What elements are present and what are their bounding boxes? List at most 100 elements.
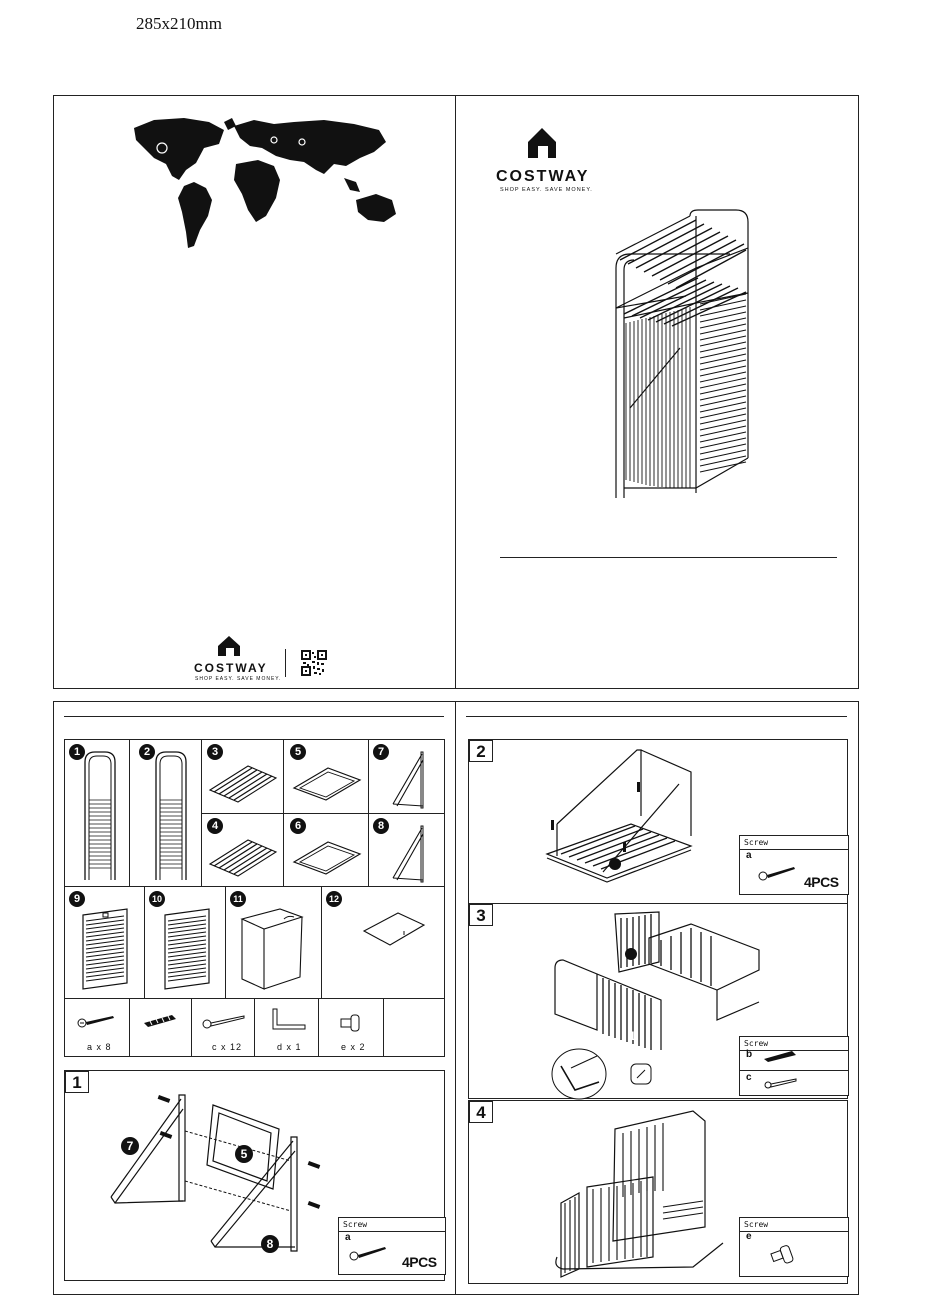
slatted-shelf-illustration — [208, 764, 278, 804]
slatted-shelf-illustration — [208, 838, 278, 878]
part-cell-1: 1 — [64, 739, 130, 887]
brand-name: COSTWAY — [496, 168, 589, 186]
steps-header-rule — [466, 716, 847, 717]
screw-legend-header: Screw — [740, 836, 848, 850]
part-cell-9: 9 — [64, 886, 145, 999]
screw-legend-header: Screw — [339, 1218, 445, 1232]
hardware-cell-empty — [383, 998, 445, 1057]
front-cover-panel: COSTWAY SHOP EASY. SAVE MONEY. — [455, 95, 859, 689]
step-3-box: 3 1 — [468, 903, 848, 1099]
side-frame-illustration — [150, 750, 190, 880]
steps-panel: 2 Screw a 4P — [455, 701, 859, 1295]
flat-frame-illustration — [292, 764, 362, 804]
step-1-diagram — [105, 1081, 345, 1271]
slatted-panel-illustration — [163, 907, 213, 991]
knob-icon — [770, 1244, 800, 1266]
part-callout-5: 5 — [235, 1145, 253, 1163]
part-number-badge: 5 — [290, 744, 306, 760]
screw-quantity: 4PCS — [402, 1254, 437, 1270]
wall-anchor-icon — [142, 1013, 182, 1029]
part-cell-6: 6 — [283, 813, 369, 887]
part-number-badge: 9 — [69, 891, 85, 907]
triangle-bracket-illustration — [389, 748, 429, 808]
bolt-icon — [764, 1077, 798, 1089]
house-logo-icon — [214, 634, 244, 658]
hardware-caption: d x 1 — [277, 1042, 302, 1052]
screw-quantity: 4PCS — [804, 874, 839, 890]
logo-divider — [285, 649, 286, 677]
step-number: 3 — [469, 904, 493, 926]
step-number: 2 — [469, 740, 493, 762]
step-4-box: 4 Screw e — [468, 1100, 848, 1284]
part-cell-2: 2 — [129, 739, 202, 887]
qr-code-icon — [301, 650, 327, 676]
base-board-illustration — [362, 911, 426, 951]
screw-legend-letter: a — [746, 850, 752, 861]
flat-frame-illustration — [292, 838, 362, 878]
part-number-badge: 4 — [207, 818, 223, 834]
screw-legend-letter: b — [746, 1049, 752, 1060]
hardware-caption: c x 12 — [212, 1042, 242, 1052]
knob-icon — [339, 1013, 369, 1033]
step-1-screw-legend: Screw a 4PCS — [338, 1217, 446, 1275]
part-number-badge: 11 — [230, 891, 246, 907]
detail-magnifier-icon — [629, 1062, 653, 1086]
screw-legend-letter: c — [746, 1072, 752, 1083]
allen-key-icon — [269, 1007, 309, 1033]
detail-inset-illustration — [551, 1048, 607, 1100]
part-number-badge: 3 — [207, 744, 223, 760]
part-number-badge: 6 — [290, 818, 306, 834]
step-2-box: 2 Screw a 4P — [468, 739, 848, 904]
part-cell-3: 3 — [201, 739, 284, 814]
parts-panel: 1 2 — [53, 701, 456, 1295]
hardware-caption: e x 2 — [341, 1042, 366, 1052]
part-cell-5: 5 — [283, 739, 369, 814]
hardware-cell-b — [129, 998, 192, 1057]
step-1-box: 1 7 5 8 Screw a — [64, 1070, 445, 1281]
legend-divider — [740, 1070, 848, 1071]
screw-legend-letter: e — [746, 1231, 752, 1242]
step-4-diagram — [553, 1107, 733, 1277]
wood-screw-icon — [77, 1013, 117, 1029]
step-2-diagram — [543, 746, 703, 886]
laundry-bag-illustration — [240, 907, 304, 991]
wall-anchor-icon — [762, 1049, 802, 1063]
brand-name: COSTWAY — [194, 661, 268, 675]
screw-legend-letter: a — [345, 1232, 351, 1243]
step-3-diagram: 1 — [541, 910, 771, 1040]
hardware-caption: a x 8 — [87, 1042, 112, 1052]
slatted-panel-illustration — [81, 907, 131, 991]
hardware-cell-d: d x 1 — [254, 998, 319, 1057]
hardware-cell-c: c x 12 — [191, 998, 255, 1057]
part-number-badge: 8 — [373, 818, 389, 834]
title-rule — [500, 557, 837, 558]
part-number-badge: 10 — [149, 891, 165, 907]
triangle-bracket-illustration — [389, 822, 429, 882]
parts-header-rule — [64, 716, 444, 717]
house-logo-icon — [524, 126, 560, 160]
wood-screw-icon — [349, 1244, 389, 1262]
step-number: 1 — [65, 1071, 89, 1093]
screw-legend-header: Screw — [740, 1218, 848, 1232]
part-cell-7: 7 — [368, 739, 445, 814]
step-number: 4 — [469, 1101, 493, 1123]
part-callout-7: 7 — [121, 1137, 139, 1155]
part-cell-10: 10 — [144, 886, 226, 999]
part-cell-8: 8 — [368, 813, 445, 887]
back-cover-panel: COSTWAY SHOP EASY. SAVE MONEY. — [53, 95, 456, 689]
step-4-screw-legend: Screw e — [739, 1217, 849, 1277]
product-cabinet-illustration — [606, 208, 766, 498]
svg-text:1: 1 — [629, 1029, 636, 1043]
hardware-cell-a: a x 8 — [64, 998, 130, 1057]
part-cell-12: 12 — [321, 886, 445, 999]
step-2-screw-legend: Screw a 4PCS — [739, 835, 849, 895]
part-callout-8: 8 — [261, 1235, 279, 1253]
side-frame-illustration — [79, 750, 119, 880]
brand-slogan: SHOP EASY. SAVE MONEY. — [500, 187, 593, 193]
part-cell-4: 4 — [201, 813, 284, 887]
part-cell-11: 11 — [225, 886, 322, 999]
part-number-badge: 12 — [326, 891, 342, 907]
hardware-cell-e: e x 2 — [318, 998, 384, 1057]
wood-screw-icon — [758, 864, 798, 882]
world-map-graphic — [124, 108, 424, 268]
